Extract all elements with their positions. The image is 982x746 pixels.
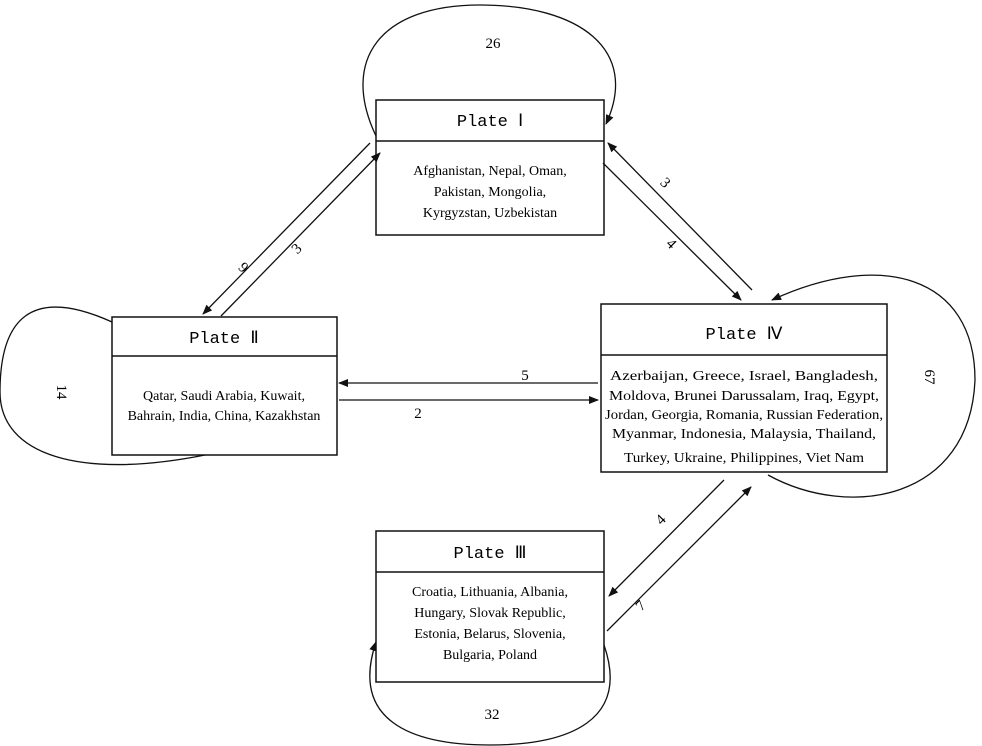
flow-count-plate-4-to-plate-2: 5 — [521, 368, 529, 384]
plate-2-box: Plate Ⅱ Qatar, Saudi Arabia, Kuwait, Bah… — [111, 316, 338, 456]
flow-count-plate-4-to-plate-1: 3 — [657, 175, 674, 192]
flow-count-plate-1-to-plate-4: 4 — [663, 236, 680, 253]
loop-plate-4 — [767, 274, 976, 498]
flow-count-plate-3-to-plate-4: 7 — [633, 598, 650, 615]
plate-1-line: Afghanistan, Nepal, Oman, — [413, 164, 567, 179]
plate-1-line: Pakistan, Mongolia, — [434, 185, 546, 200]
arrow-plate-4-to-plate-3 — [608, 479, 725, 597]
arrow-plate-1-to-plate-2 — [202, 142, 371, 315]
loop-plate-3 — [369, 641, 611, 746]
loop-count-plate-2: 14 — [53, 385, 69, 401]
plate-4-line: Azerbaijan, Greece, Israel, Bangladesh, — [610, 369, 878, 384]
arrow-plate-2-to-plate-1 — [220, 152, 381, 317]
loop-plate-1 — [362, 4, 617, 137]
plate-4-line: Turkey, Ukraine, Philippines, Viet Nam — [624, 451, 864, 466]
plate-4-line: Moldova, Brunei Darussalam, Iraq, Egypt, — [609, 389, 879, 404]
plate-3-line: Estonia, Belarus, Slovenia, — [414, 627, 565, 642]
loop-count-plate-3: 32 — [485, 707, 500, 723]
flow-count-plate-1-to-plate-2: 6 — [236, 258, 253, 275]
plate-2-line: Bahrain, India, China, Kazakhstan — [128, 409, 321, 424]
arrow-plate-4-to-plate-1 — [607, 142, 753, 291]
plate-1-title: Plate Ⅰ — [457, 113, 523, 132]
plate-3-line: Croatia, Lithuania, Albania, — [412, 585, 568, 600]
plate-3-box: Plate Ⅲ Croatia, Lithuania, Albania, Hun… — [375, 530, 605, 683]
plate-2-title: Plate Ⅱ — [189, 330, 259, 349]
plate-3-line: Bulgaria, Poland — [443, 648, 537, 663]
plate-3-line: Hungary, Slovak Republic, — [414, 606, 566, 621]
plate-4-line: Myanmar, Indonesia, Malaysia, Thailand, — [612, 427, 876, 442]
loop-count-plate-4: 67 — [921, 370, 937, 386]
plate-4-box: Plate Ⅳ Azerbaijan, Greece, Israel, Bang… — [600, 303, 888, 473]
loop-count-plate-1: 26 — [486, 36, 502, 52]
loop-plate-2 — [0, 306, 206, 466]
flow-count-plate-2-to-plate-1: 3 — [289, 241, 306, 258]
flow-count-plate-2-to-plate-4: 2 — [414, 406, 422, 422]
flow-count-plate-4-to-plate-3: 4 — [653, 512, 670, 529]
plate-4-line: Jordan, Georgia, Romania, Russian Federa… — [605, 408, 883, 423]
arrow-plate-1-to-plate-4 — [602, 162, 742, 301]
plate-4-title: Plate Ⅳ — [706, 326, 783, 345]
plate-1-box: Plate Ⅰ Afghanistan, Nepal, Oman, Pakist… — [375, 99, 605, 236]
arrow-plate-3-to-plate-4 — [606, 486, 752, 632]
plate-3-title: Plate Ⅲ — [454, 545, 527, 564]
plate-1-line: Kyrgyzstan, Uzbekistan — [423, 206, 557, 221]
plate-2-line: Qatar, Saudi Arabia, Kuwait, — [143, 389, 305, 404]
